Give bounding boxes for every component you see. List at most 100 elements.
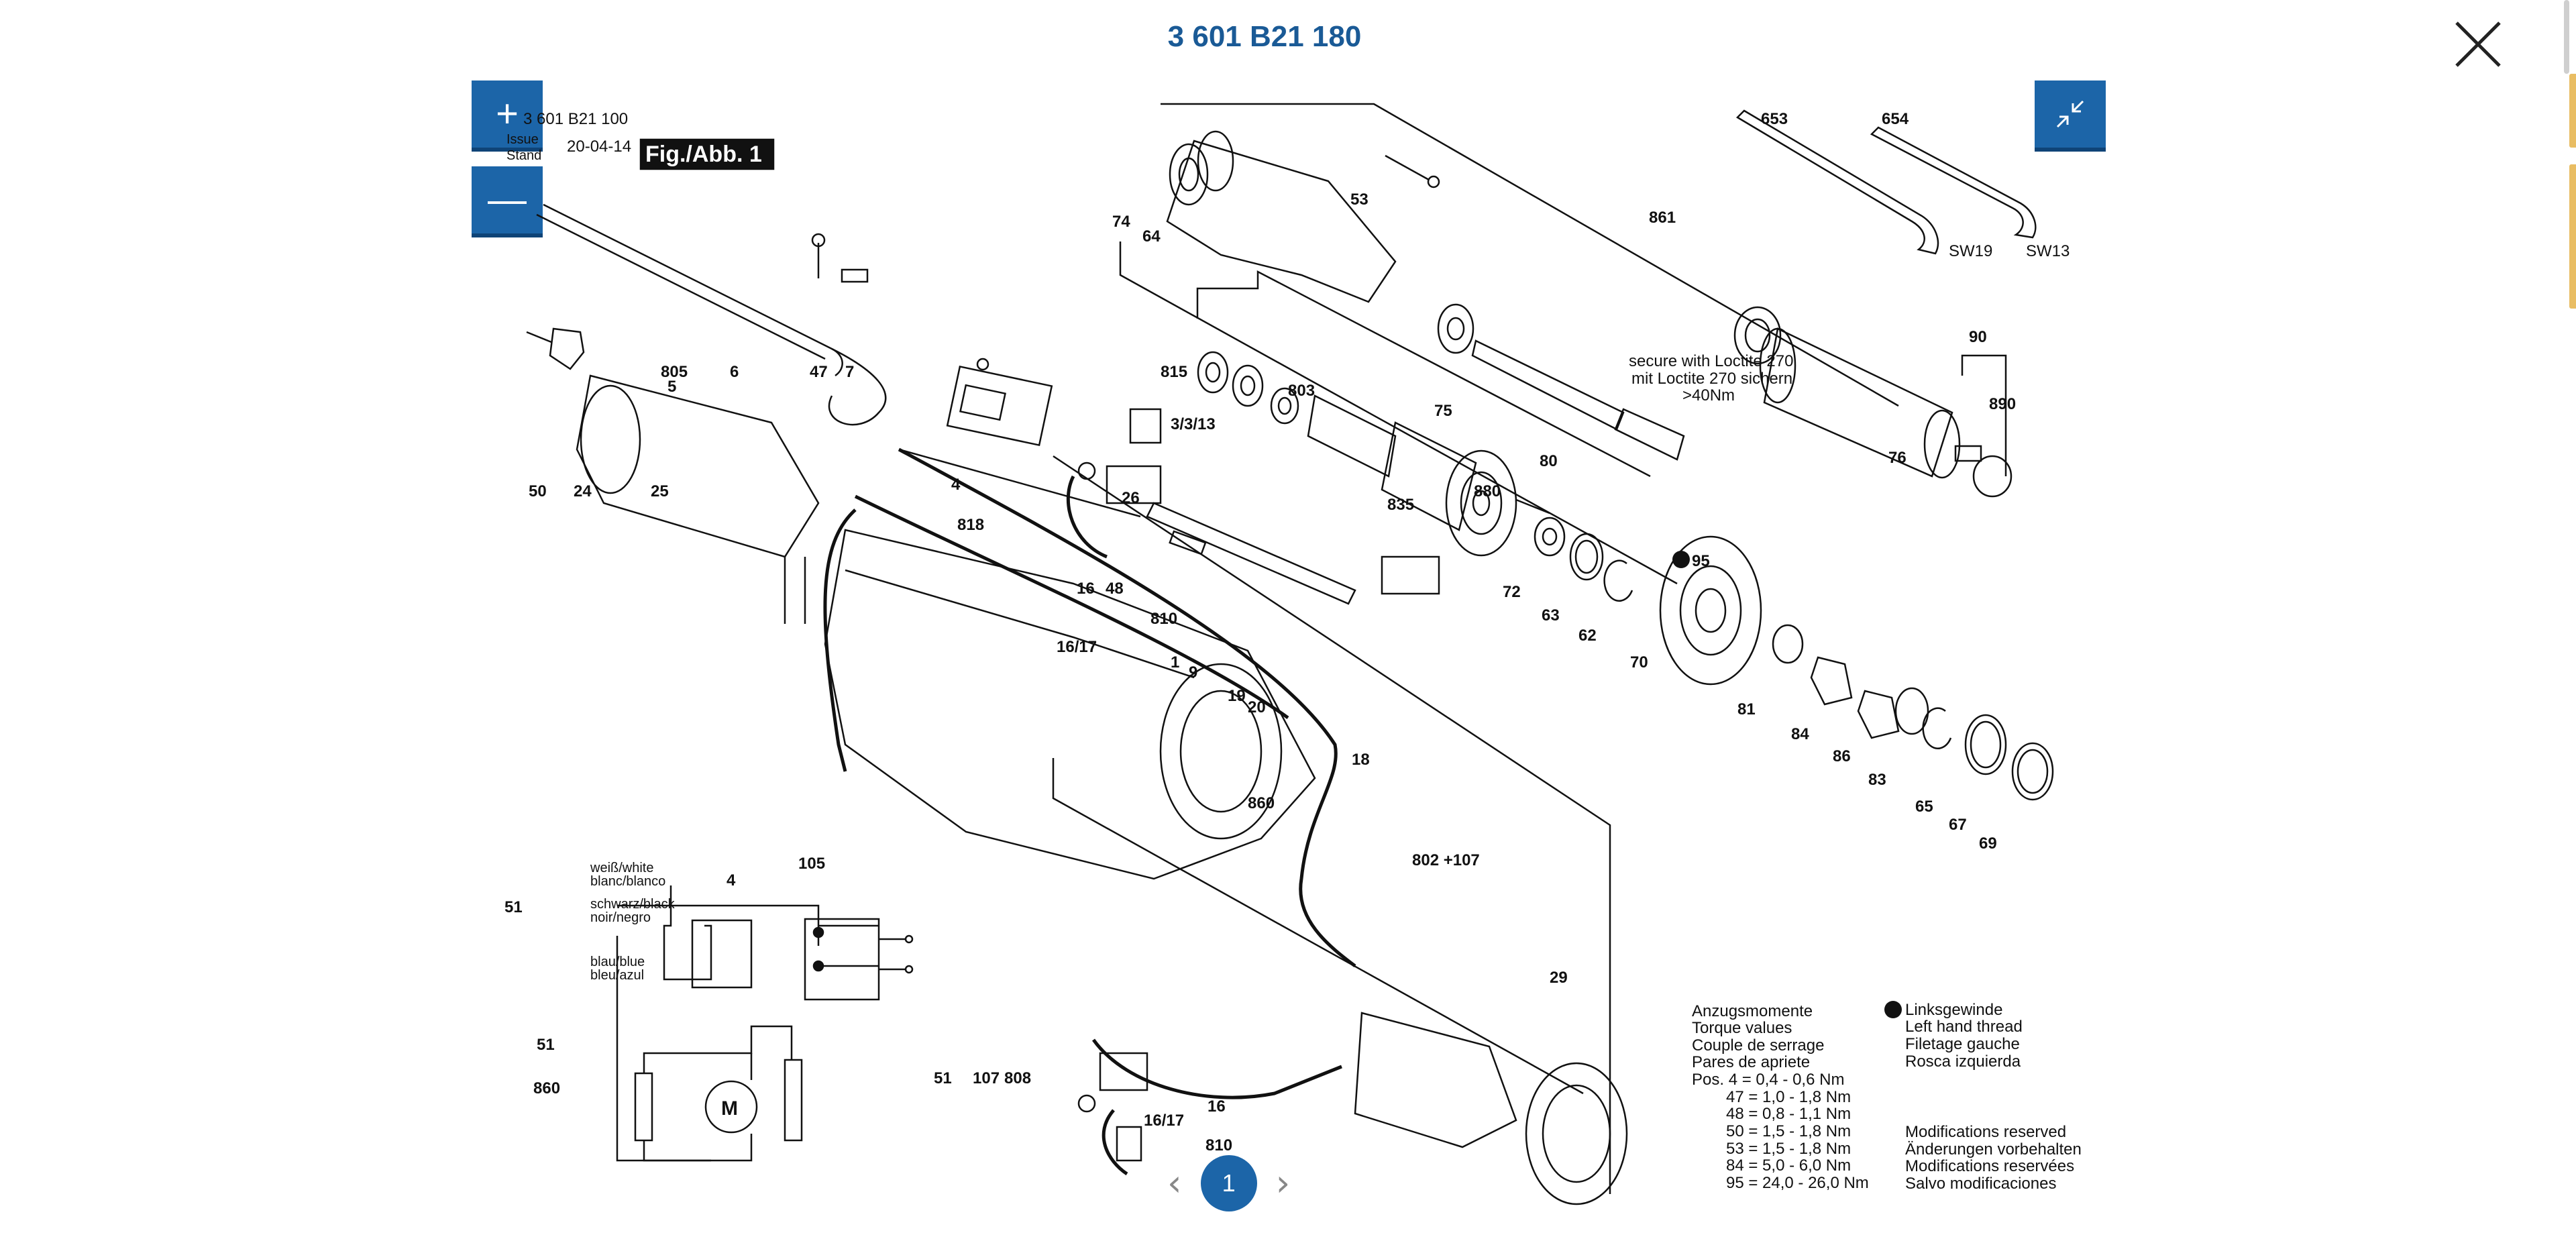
scrollbar-thumb[interactable]	[2564, 0, 2569, 74]
exit-fullscreen-button[interactable]	[2035, 80, 2106, 152]
part-label-860: 860	[1248, 794, 1275, 812]
part-label-53: 53	[1350, 191, 1368, 209]
part-label-105: 105	[798, 855, 825, 873]
part-label-sw13: SW13	[2026, 242, 2070, 260]
torque-row-53: 53 = 1,5 - 1,8 Nm	[1726, 1140, 1851, 1158]
part-label-3-3-13: 3/3/13	[1171, 415, 1216, 433]
part-label-16: 16	[1077, 580, 1095, 598]
part-label-90: 90	[1969, 328, 1987, 346]
chevron-right-icon[interactable]: ›	[1275, 1162, 1291, 1204]
part-label-16-17: 16/17	[1057, 638, 1097, 656]
side-tab-3[interactable]	[2569, 235, 2576, 309]
modifications-es: Salvo modificaciones	[1905, 1175, 2056, 1193]
plus-icon: +	[496, 92, 519, 136]
wiring-label-51: 51	[504, 898, 523, 916]
motor-symbol: M	[721, 1097, 738, 1120]
torque-row-84: 84 = 5,0 - 6,0 Nm	[1726, 1156, 1851, 1175]
torque-heading-es: Pares de apriete	[1692, 1053, 1810, 1071]
wire-label-blue: blau/blue	[590, 955, 645, 969]
part-label-9: 9	[1189, 663, 1197, 682]
part-label-20: 20	[1248, 698, 1266, 716]
side-tab-2[interactable]	[2569, 164, 2576, 238]
part-label-69: 69	[1979, 834, 1997, 853]
wire-label-blanc: blanc/blanco	[590, 874, 665, 889]
part-label-7: 7	[845, 363, 854, 381]
part-label-74: 74	[1112, 213, 1130, 231]
part-label-sw19: SW19	[1949, 242, 1992, 260]
torque-row-48: 48 = 0,8 - 1,1 Nm	[1726, 1105, 1851, 1123]
exploded-parts-diagram[interactable]: 3 601 B21 100 Issue Stand 20-04-14 Fig./…	[470, 74, 2147, 1214]
torque-heading-fr: Couple de serrage	[1692, 1036, 1824, 1055]
part-label-835: 835	[1387, 496, 1414, 514]
loctite-note-de: mit Loctite 270 sichern	[1631, 370, 1792, 388]
wire-label-white: weiß/white	[590, 861, 653, 875]
modifications-fr: Modifications reservées	[1905, 1157, 2074, 1175]
exit-fullscreen-icon	[2056, 100, 2084, 128]
part-label-802-107: 802 +107	[1412, 851, 1480, 869]
part-label-67: 67	[1949, 816, 1967, 834]
part-label-4: 4	[951, 476, 961, 494]
part-label-107: 107	[973, 1069, 1000, 1087]
part-label-95: 95	[1692, 552, 1710, 570]
side-tab-1[interactable]	[2569, 74, 2576, 148]
part-label-24: 24	[574, 482, 592, 500]
modifications-de: Änderungen vorbehalten	[1905, 1140, 2082, 1158]
part-label-72: 72	[1503, 583, 1521, 601]
part-label-653: 653	[1761, 110, 1788, 128]
minus-icon: —	[488, 178, 527, 221]
thread-legend-de: Linksgewinde	[1905, 1001, 2002, 1019]
part-label-818: 818	[957, 516, 984, 534]
modifications-en: Modifications reserved	[1905, 1123, 2066, 1141]
part-label-81: 81	[1737, 700, 1756, 718]
part-label-803: 803	[1288, 382, 1315, 400]
part-label-880: 880	[1474, 482, 1501, 500]
torque-row-95: 95 = 24,0 - 26,0 Nm	[1726, 1174, 1869, 1192]
wiring-label-860: 860	[533, 1079, 560, 1097]
part-label-805: 805	[661, 363, 688, 381]
chevron-left-icon[interactable]: ‹	[1167, 1162, 1182, 1204]
wire-label-bleu: bleu/azul	[590, 968, 644, 983]
part-label-890: 890	[1989, 395, 2016, 413]
part-label-5: 5	[667, 378, 676, 396]
part-label-62: 62	[1578, 627, 1597, 645]
part-label-19: 19	[1228, 687, 1246, 705]
part-label-63: 63	[1542, 606, 1560, 625]
zoom-out-button[interactable]: —	[472, 166, 543, 237]
loctite-note-torque: >40Nm	[1682, 386, 1735, 404]
part-label-26: 26	[1122, 489, 1140, 507]
part-label-6: 6	[730, 363, 739, 381]
thread-legend-es: Rosca izquierda	[1905, 1053, 2021, 1071]
loctite-note-en: secure with Loctite 270	[1629, 352, 1793, 370]
torque-row-50: 50 = 1,5 - 1,8 Nm	[1726, 1122, 1851, 1140]
page-indicator[interactable]: 1	[1200, 1155, 1257, 1211]
part-label-25: 25	[651, 482, 669, 500]
part-label-86: 86	[1833, 747, 1851, 765]
torque-heading-de: Anzugsmomente	[1692, 1002, 1813, 1020]
header-stand-label: Stand	[506, 148, 541, 163]
torque-heading-en: Torque values	[1692, 1019, 1792, 1037]
figure-label: Fig./Abb. 1	[645, 142, 762, 167]
wire-label-noir: noir/negro	[590, 910, 651, 925]
part-label-810-bottom: 810	[1205, 1136, 1232, 1154]
page-navigation: ‹ 1 ›	[1167, 1155, 1290, 1211]
part-label-84: 84	[1791, 725, 1809, 743]
part-label-80: 80	[1540, 452, 1558, 470]
header-issue-label: Issue	[506, 132, 539, 147]
part-label-64: 64	[1142, 227, 1161, 246]
part-label-70: 70	[1630, 653, 1648, 671]
part-label-48: 48	[1106, 580, 1124, 598]
close-icon	[2455, 21, 2501, 67]
zoom-in-button[interactable]: +	[472, 80, 543, 152]
part-label-76: 76	[1888, 449, 1907, 467]
wiring-label-51-lower: 51	[537, 1036, 555, 1054]
wire-label-black: schwarz/black	[590, 897, 676, 912]
close-button[interactable]	[2450, 16, 2506, 72]
parts-drawing: 3 601 B21 100 Issue Stand 20-04-14 Fig./…	[504, 103, 2082, 1205]
part-label-51: 51	[934, 1069, 952, 1087]
part-label-65: 65	[1915, 798, 1933, 816]
header-part-number: 3 601 B21 100	[523, 110, 628, 128]
header-date: 20-04-14	[567, 138, 631, 156]
torque-row-47: 47 = 1,0 - 1,8 Nm	[1726, 1088, 1851, 1106]
document-title: 3 601 B21 180	[1167, 20, 1362, 53]
part-label-83: 83	[1868, 771, 1886, 789]
